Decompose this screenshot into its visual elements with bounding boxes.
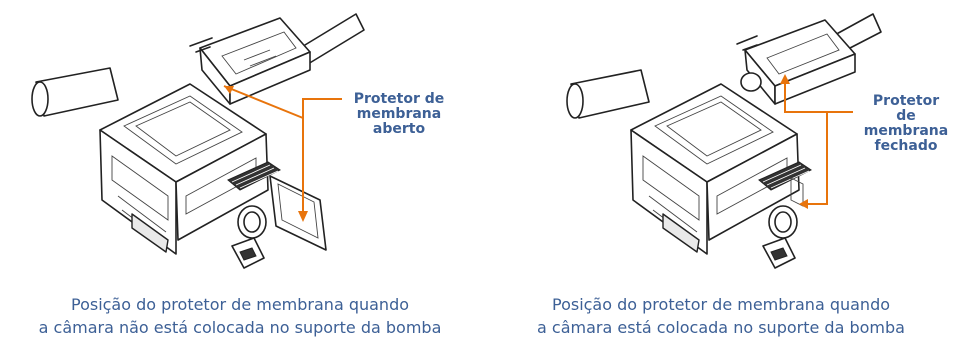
callout-line-3: fechado [874, 138, 938, 154]
caption: Posição do protetor de membrana quando a… [0, 293, 480, 339]
callout-line-3: aberto [372, 121, 426, 137]
callout-label: Protetor de membrana aberto [346, 92, 452, 137]
caption-line-2: a câmara está colocada no suporte da bom… [537, 318, 905, 337]
membrane-protector-illustration [736, 19, 856, 105]
callout-line-2: membrana [863, 123, 949, 139]
caption-line-1: Posição do protetor de membrana quando [551, 295, 891, 314]
caption-line-1: Posição do protetor de membrana quando [70, 295, 410, 314]
callout-line-2: membrana [356, 106, 442, 122]
callout-line-1: Protetor de [872, 93, 940, 124]
panel-protector-open: Protetor de membrana aberto Posição do p… [0, 0, 480, 343]
drip-chamber-holder-illustration [566, 13, 882, 269]
panel-protector-closed: Protetor de membrana fechado Posição do … [481, 0, 961, 343]
membrane-protector-illustration [189, 17, 311, 105]
callout-label: Protetor de membrana fechado [861, 94, 951, 154]
callout-arrow [780, 74, 853, 209]
callout-arrow [223, 85, 342, 222]
callout-line-1: Protetor de [353, 91, 445, 107]
caption-line-2: a câmara não está colocada no suporte da… [38, 318, 442, 337]
drip-chamber-holder-illustration [31, 13, 365, 269]
caption: Posição do protetor de membrana quando a… [481, 293, 961, 339]
